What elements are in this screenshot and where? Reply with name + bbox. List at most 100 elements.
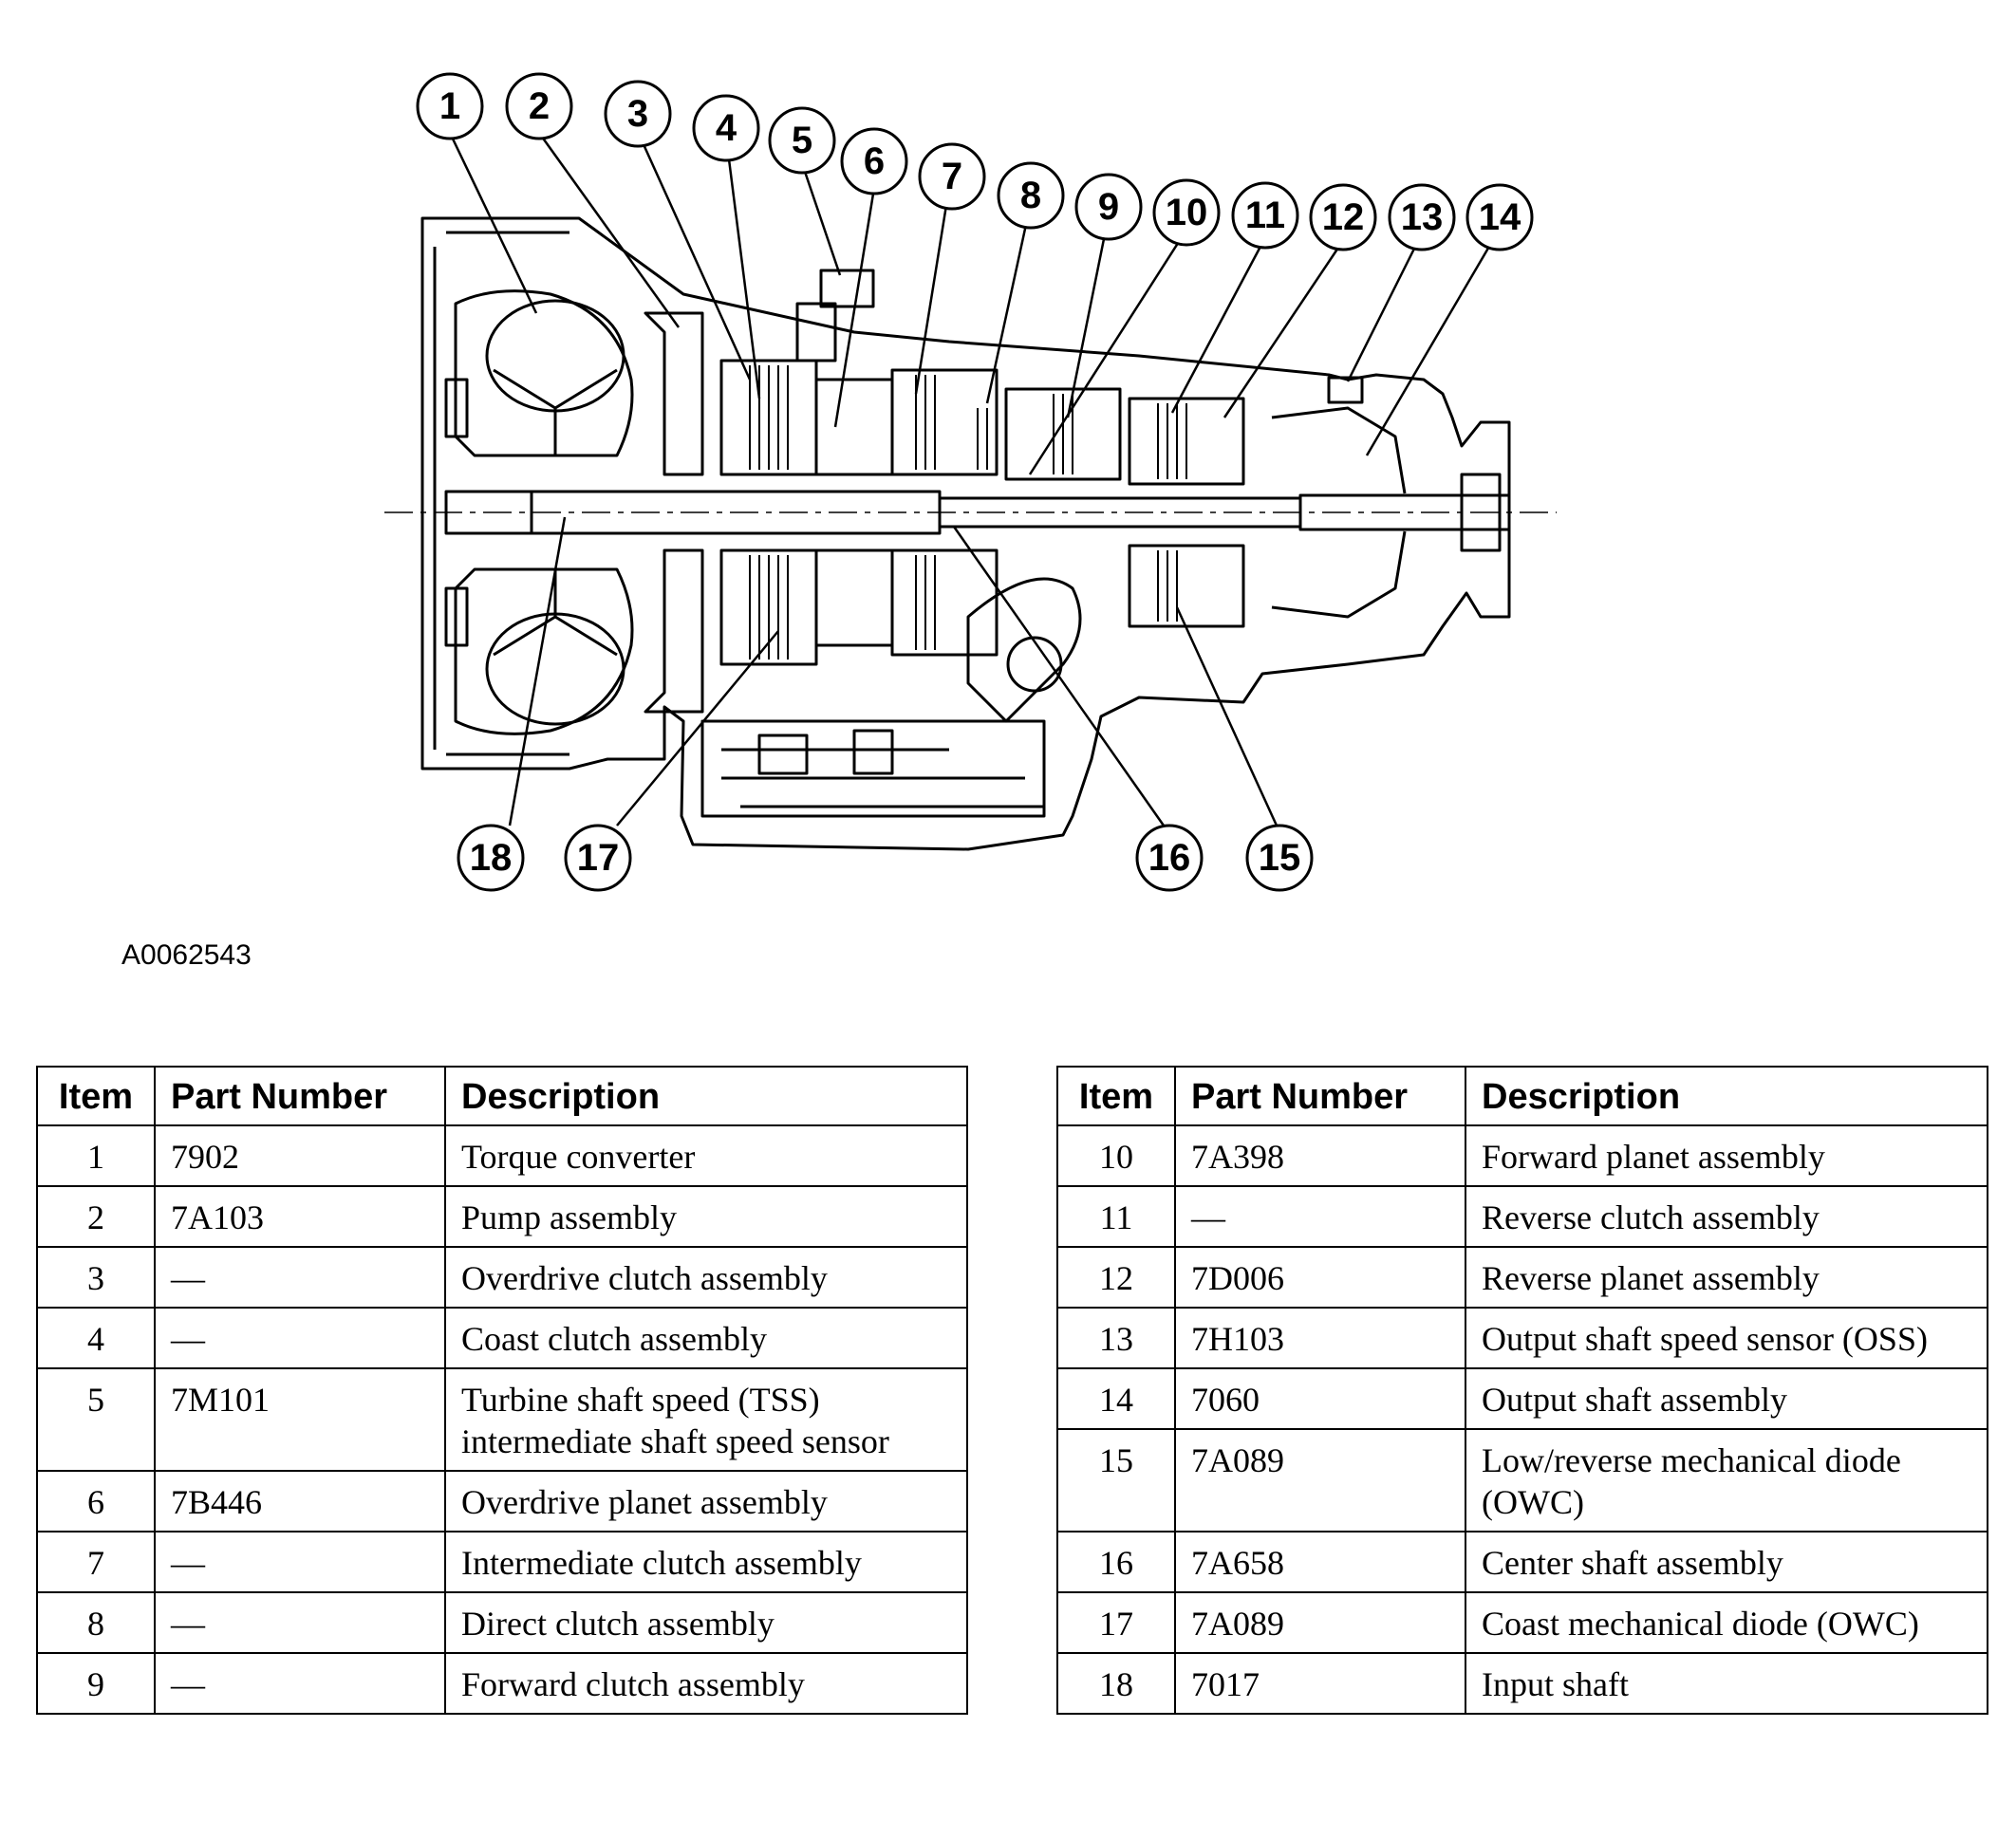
cell-item: 3 [36, 1246, 156, 1309]
cell-description: Coast mechanical diode (OWC) [1465, 1591, 1988, 1654]
callout-8-text: 8 [1020, 175, 1041, 216]
callout-14: 14 [1465, 183, 1534, 251]
callout-14-text: 14 [1479, 196, 1521, 238]
cell-part-number: 7A103 [154, 1185, 446, 1248]
callout-13: 13 [1388, 183, 1456, 251]
callout-18-text: 18 [470, 837, 513, 879]
callout-11: 11 [1231, 181, 1299, 250]
cell-description: Output shaft assembly [1465, 1367, 1988, 1430]
callout-12-text: 12 [1322, 196, 1365, 238]
cell-part-number: 7M101 [154, 1367, 446, 1472]
cell-item: 13 [1056, 1307, 1176, 1369]
table-header-row: Item Part Number Description [36, 1066, 968, 1126]
callout-7-text: 7 [942, 156, 962, 197]
cell-description: Output shaft speed sensor (OSS) [1465, 1307, 1988, 1369]
cell-item: 16 [1056, 1531, 1176, 1593]
callout-17-text: 17 [577, 837, 620, 879]
callout-labels: 1 2 3 4 5 6 7 8 9 10 11 12 13 14 15 16 1… [416, 72, 1534, 892]
cell-item: 17 [1056, 1591, 1176, 1654]
cell-item: 8 [36, 1591, 156, 1654]
cell-description: Input shaft [1465, 1652, 1988, 1715]
callout-11-text: 11 [1245, 195, 1285, 236]
cell-part-number: 7D006 [1174, 1246, 1466, 1309]
callout-16: 16 [1135, 824, 1204, 892]
callout-9-text: 9 [1098, 186, 1119, 228]
cell-part-number: 7A658 [1174, 1531, 1466, 1593]
callout-15-text: 15 [1259, 837, 1301, 879]
cell-part-number: 7902 [154, 1124, 446, 1187]
cell-item: 6 [36, 1470, 156, 1532]
cell-description: Center shaft assembly [1465, 1531, 1988, 1593]
figure-id: A0062543 [121, 939, 252, 971]
table-row: 11—Reverse clutch assembly [1056, 1185, 1988, 1248]
cell-part-number: 7060 [1174, 1367, 1466, 1430]
cell-description: Low/reverse mechanical diode (OWC) [1465, 1428, 1988, 1532]
callout-7: 7 [918, 142, 986, 211]
cell-item: 9 [36, 1652, 156, 1715]
cell-part-number: 7A398 [1174, 1124, 1466, 1187]
cell-item: 1 [36, 1124, 156, 1187]
callout-17: 17 [564, 824, 632, 892]
table-row: 7—Intermediate clutch assembly [36, 1531, 968, 1593]
callout-2-text: 2 [529, 85, 550, 127]
cell-part-number: — [154, 1531, 446, 1593]
cell-item: 14 [1056, 1367, 1176, 1430]
cell-description: Turbine shaft speed (TSS) intermediate s… [444, 1367, 968, 1472]
transmission-drawing [384, 216, 1557, 851]
cell-part-number: — [154, 1246, 446, 1309]
callout-13-text: 13 [1401, 196, 1444, 238]
callout-18: 18 [457, 824, 525, 892]
cell-part-number: 7017 [1174, 1652, 1466, 1715]
callout-15: 15 [1245, 824, 1314, 892]
callout-6-text: 6 [864, 140, 885, 182]
cell-part-number: — [154, 1652, 446, 1715]
callout-12: 12 [1309, 183, 1377, 251]
table-row: 9—Forward clutch assembly [36, 1652, 968, 1715]
callout-2: 2 [505, 72, 573, 140]
cell-description: Reverse clutch assembly [1465, 1185, 1988, 1248]
cell-description: Overdrive planet assembly [444, 1470, 968, 1532]
callout-16-text: 16 [1148, 837, 1191, 879]
callout-4-text: 4 [716, 107, 737, 149]
callout-1-text: 1 [439, 85, 460, 127]
table-row: 3—Overdrive clutch assembly [36, 1246, 968, 1309]
header-item: Item [1056, 1066, 1176, 1126]
header-part-number: Part Number [154, 1066, 446, 1126]
callout-3: 3 [604, 80, 672, 148]
cell-part-number: 7B446 [154, 1470, 446, 1532]
cell-description: Forward clutch assembly [444, 1652, 968, 1715]
cell-description: Coast clutch assembly [444, 1307, 968, 1369]
callout-3-text: 3 [627, 93, 648, 135]
cell-description: Reverse planet assembly [1465, 1246, 1988, 1309]
header-description: Description [1465, 1066, 1988, 1126]
table-row: 4—Coast clutch assembly [36, 1307, 968, 1369]
header-description: Description [444, 1066, 968, 1126]
callout-8: 8 [997, 161, 1065, 230]
cell-item: 15 [1056, 1428, 1176, 1532]
cell-description: Forward planet assembly [1465, 1124, 1988, 1187]
cell-description: Torque converter [444, 1124, 968, 1187]
cell-part-number: 7A089 [1174, 1428, 1466, 1532]
cell-description: Intermediate clutch assembly [444, 1531, 968, 1593]
cell-item: 2 [36, 1185, 156, 1248]
cell-item: 18 [1056, 1652, 1176, 1715]
callout-1: 1 [416, 72, 484, 140]
cell-part-number: 7H103 [1174, 1307, 1466, 1369]
cell-item: 7 [36, 1531, 156, 1593]
transmission-cutaway-diagram: 1 2 3 4 5 6 7 8 9 10 11 12 13 14 15 16 1… [384, 72, 1557, 892]
cell-description: Direct clutch assembly [444, 1591, 968, 1654]
cell-part-number: — [1174, 1185, 1466, 1248]
cell-description: Pump assembly [444, 1185, 968, 1248]
cell-part-number: — [154, 1591, 446, 1654]
callout-9: 9 [1074, 173, 1143, 241]
table-header-row: Item Part Number Description [1056, 1066, 1988, 1126]
header-item: Item [36, 1066, 156, 1126]
